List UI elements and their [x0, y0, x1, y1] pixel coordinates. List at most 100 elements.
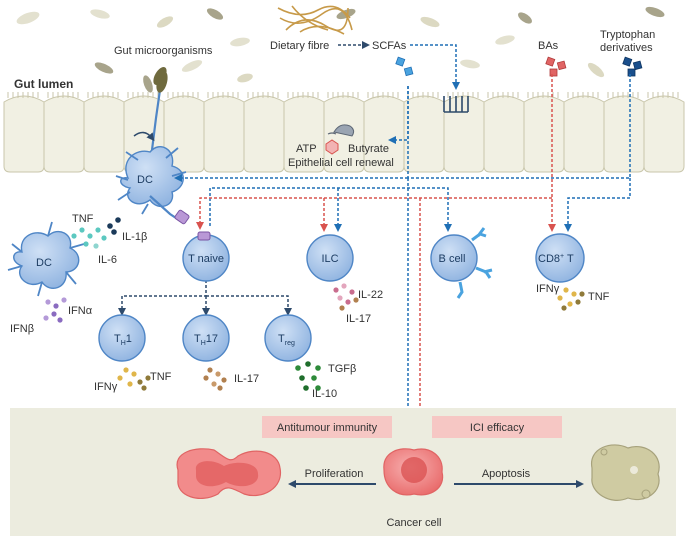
antitumour-immunity-box [262, 416, 392, 438]
gut-microorganisms-icon [16, 6, 665, 86]
microvilli [367, 92, 399, 98]
dietary-fibre-icon [277, 5, 353, 35]
epithelial-cell [403, 95, 445, 173]
microvilli [647, 92, 679, 98]
scfa-molecules-icon [395, 56, 414, 77]
il6-label: IL-6 [98, 254, 117, 266]
ici-efficacy-box [432, 416, 562, 438]
th1-sub: H [121, 340, 126, 347]
microvilli [287, 92, 319, 98]
cd8-label: CD8+ T [538, 253, 574, 265]
epithelial-cell [563, 95, 605, 173]
t-naive-label: T naive [188, 253, 224, 265]
tnf-dc-label: TNF [72, 213, 94, 225]
microvilli [127, 92, 159, 98]
th1-cytokine-dots [117, 367, 151, 391]
microvilli [567, 92, 599, 98]
gut-microorganisms-label: Gut microorganisms [114, 45, 213, 57]
t-naive-cell [182, 231, 230, 282]
dendritic-cell-main [115, 71, 190, 225]
epithelial-cell [643, 95, 685, 173]
treg-cytokine-dots [295, 361, 321, 391]
butyrate-arrow-curl [327, 132, 337, 135]
tnf-th1-label: TNF [150, 371, 172, 383]
microvilli [7, 92, 39, 98]
th17-suffix: 17 [206, 333, 218, 345]
tnf-cd8-label: TNF [588, 291, 610, 303]
cd8-cytokine-dots [557, 287, 585, 311]
atp-icon [325, 139, 339, 155]
il10-label: IL-10 [312, 388, 337, 400]
signaling-arrows [118, 74, 631, 442]
tgfb-label: TGFβ [328, 363, 356, 375]
microvilli [327, 92, 359, 98]
epithelial-cell [283, 95, 325, 173]
microvilli [527, 92, 559, 98]
epithelial-cell [3, 95, 45, 173]
tryptophan-molecules-icon [622, 56, 643, 77]
cancer-cell-label: Cancer cell [386, 517, 441, 529]
proliferation-label: Proliferation [305, 468, 364, 480]
ifng-cd8-label: IFNγ [536, 283, 560, 295]
ifng-th1-label: IFNγ [94, 381, 118, 393]
treg-cell [264, 314, 312, 362]
dc-secondary-label: DC [36, 257, 52, 269]
epithelial-cell [83, 95, 125, 173]
epithelial-cell [43, 95, 85, 173]
epithelial-cell [243, 95, 285, 173]
dietary-fibre-label: Dietary fibre [270, 40, 329, 52]
apoptotic-cell [591, 444, 660, 501]
epithelium-layer [3, 92, 685, 173]
antitumour-immunity-label: Antitumour immunity [277, 422, 378, 434]
epithelial-cell [483, 95, 525, 173]
th17-cell [182, 314, 230, 362]
cancer-cell [383, 448, 444, 496]
dc-cytokine-dots [43, 217, 121, 323]
th17-main: T [194, 333, 201, 345]
il1b-label: IL-1β [122, 231, 147, 243]
th17-cytokine-dots [203, 367, 227, 391]
apoptosis-label: Apoptosis [482, 468, 531, 480]
il17-th17-label: IL-17 [234, 373, 259, 385]
dendritic-cell-secondary [7, 221, 85, 297]
scfas-label: SCFAs [372, 40, 407, 52]
treg-sub: reg [285, 340, 295, 347]
cd8-superscript: + [560, 253, 564, 260]
gut-lumen-label: Gut lumen [14, 77, 73, 91]
tryptophan-label-line1: Tryptophan [600, 29, 655, 41]
tryptophan-label-line2: derivatives [600, 42, 653, 54]
ifnb-label: IFNβ [10, 323, 34, 335]
th17-label: TH17 [194, 333, 218, 347]
th1-label: TH1 [114, 333, 132, 347]
microvilli [167, 92, 199, 98]
epithelial-cell [363, 95, 405, 173]
cd8-t-cell [535, 233, 585, 283]
ilc-cytokine-dots [333, 283, 359, 311]
ba-molecules-icon [545, 56, 567, 77]
th17-sub: H [201, 340, 206, 347]
il22-label: IL-22 [358, 289, 383, 301]
microvilli [47, 92, 79, 98]
bas-label: BAs [538, 40, 559, 52]
ifna-label: IFNα [68, 305, 93, 317]
th1-suffix: 1 [126, 333, 132, 345]
microvilli [487, 92, 519, 98]
microvilli [207, 92, 239, 98]
microvilli [447, 92, 479, 98]
th1-cell [98, 314, 146, 362]
cd8-suffix: T [564, 253, 574, 265]
th1-main: T [114, 333, 121, 345]
epithelial-cell [203, 95, 245, 173]
microvilli [407, 92, 439, 98]
butyrate-label: Butyrate [348, 143, 389, 155]
ilc-label: ILC [321, 253, 338, 265]
b-cell-label: B cell [439, 253, 466, 265]
dividing-cancer-cell [176, 448, 282, 499]
dc-main-label: DC [137, 174, 153, 186]
atp-label: ATP [296, 143, 317, 155]
scfa-to-receptor-arrow [410, 44, 460, 90]
ici-efficacy-label: ICI efficacy [470, 422, 525, 434]
microvilli [607, 92, 639, 98]
treg-main: T [278, 333, 285, 345]
